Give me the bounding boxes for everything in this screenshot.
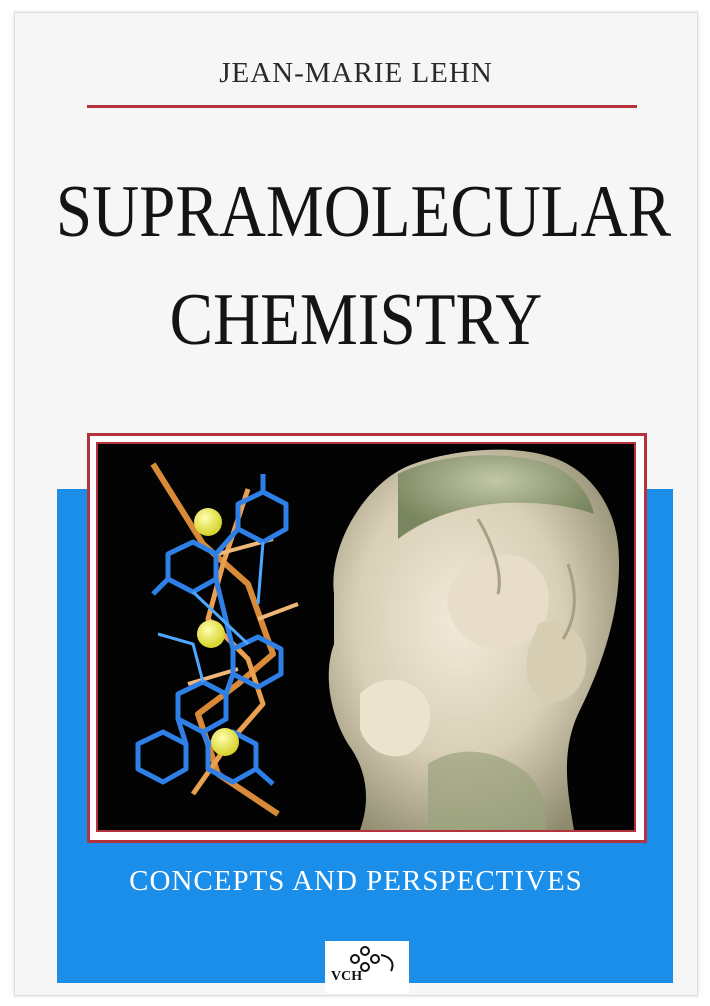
publisher-name: VCH [331, 969, 363, 984]
author-name: JEAN-MARIE LEHN [219, 57, 493, 89]
cover-image-frame [87, 433, 647, 843]
publisher-logo-box: VCH [325, 941, 409, 993]
cover-illustration [135, 449, 620, 830]
book-cover: JEAN-MARIE LEHN SUPRAMOLECULAR CHEMISTRY [14, 12, 698, 996]
book-subtitle: CONCEPTS AND PERSPECTIVES [129, 865, 583, 897]
cover-image [96, 442, 636, 832]
molecule-model-icon [135, 462, 299, 817]
title-line-2: CHEMISTRY [169, 279, 543, 361]
author-rule [87, 105, 637, 108]
title-line-1: SUPRAMOLECULAR [55, 171, 672, 253]
vch-logo-icon [350, 946, 394, 972]
sculpture-icon [328, 449, 620, 830]
